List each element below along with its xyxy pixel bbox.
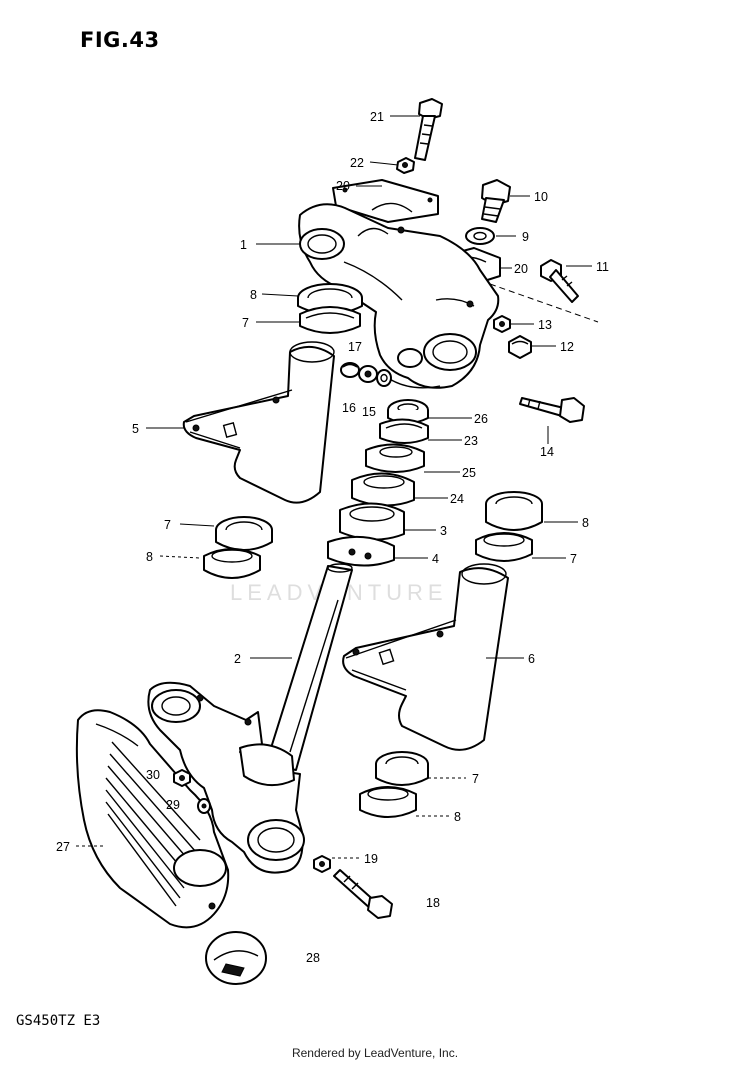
callout-7-upper-right: 7 bbox=[570, 552, 577, 566]
part-2-steering-stem bbox=[265, 563, 353, 771]
callout-4: 4 bbox=[432, 552, 439, 566]
model-code: GS450TZ E3 bbox=[16, 1013, 101, 1029]
callout-19: 19 bbox=[364, 852, 378, 866]
part-8-seal-lower-right bbox=[359, 786, 417, 818]
callout-8-lower-right: 8 bbox=[454, 810, 461, 824]
part-27-lower-bracket bbox=[147, 681, 305, 874]
part-12-cap-nut bbox=[508, 335, 532, 359]
part-13-nut bbox=[493, 315, 511, 333]
callout-11: 11 bbox=[596, 260, 609, 274]
callout-15: 15 bbox=[362, 405, 376, 419]
part-24-dust-seal bbox=[351, 472, 415, 507]
callout-22: 22 bbox=[350, 156, 364, 170]
part-25-nut bbox=[365, 443, 425, 473]
part-7-dust-seal-lower-right bbox=[375, 751, 429, 786]
part-9-washer bbox=[465, 227, 495, 245]
part-16-nut bbox=[358, 365, 378, 383]
callout-8-mid-left: 8 bbox=[146, 550, 153, 564]
part-14-bolt bbox=[519, 397, 585, 423]
callout-3: 3 bbox=[440, 524, 447, 538]
part-6-fork-cover-right bbox=[342, 563, 509, 751]
callout-18: 18 bbox=[426, 896, 440, 910]
part-5-fork-cover-left bbox=[182, 341, 335, 504]
callout-26: 26 bbox=[474, 412, 488, 426]
part-17-cap bbox=[340, 362, 360, 378]
part-8-seal-upper-right bbox=[485, 491, 543, 531]
callout-6: 6 bbox=[528, 652, 535, 666]
figure-title: FIG.43 bbox=[80, 28, 160, 52]
callout-10: 10 bbox=[534, 190, 548, 204]
part-10-bolt bbox=[481, 179, 511, 223]
part-30-nut bbox=[173, 769, 191, 787]
callout-17: 17 bbox=[348, 340, 362, 354]
part-3-bearing bbox=[339, 502, 405, 541]
callout-5: 5 bbox=[132, 422, 139, 436]
callout-14: 14 bbox=[540, 445, 554, 459]
callout-1: 1 bbox=[240, 238, 247, 252]
callout-16: 16 bbox=[342, 401, 356, 415]
part-4-bearing bbox=[327, 535, 395, 567]
callout-12: 12 bbox=[560, 340, 574, 354]
part-21-bolt bbox=[414, 98, 443, 161]
callout-29: 29 bbox=[166, 798, 180, 812]
callout-21: 21 bbox=[370, 110, 384, 124]
callout-2: 2 bbox=[234, 652, 241, 666]
part-29-washer bbox=[197, 798, 211, 814]
callout-23: 23 bbox=[464, 434, 478, 448]
part-28-cap bbox=[205, 931, 267, 985]
callout-28: 28 bbox=[306, 951, 320, 965]
callout-20-lower: 20 bbox=[514, 262, 528, 276]
footer-credit: Rendered by LeadVenture, Inc. bbox=[291, 1046, 459, 1060]
callout-13: 13 bbox=[538, 318, 552, 332]
callout-20-upper: 20 bbox=[336, 179, 350, 193]
part-23-washer bbox=[379, 418, 429, 444]
callout-30: 30 bbox=[146, 768, 160, 782]
part-19-nut bbox=[313, 855, 331, 873]
callout-8-upper-right: 8 bbox=[582, 516, 589, 530]
part-7-dust-seal-upper-right bbox=[475, 532, 533, 562]
callout-7-upper-left: 7 bbox=[242, 316, 249, 330]
part-11-bolt bbox=[540, 259, 579, 303]
callout-7-lower-right: 7 bbox=[472, 772, 479, 786]
part-7-dust-seal-mid-left bbox=[215, 516, 273, 551]
part-1-upper-bracket bbox=[298, 203, 500, 389]
callout-9: 9 bbox=[522, 230, 529, 244]
part-15-washer bbox=[376, 369, 392, 387]
leader-lines bbox=[76, 115, 599, 859]
callout-27: 27 bbox=[56, 840, 70, 854]
callout-labels: 21 22 20 10 9 1 20 11 8 7 13 17 12 16 15… bbox=[56, 110, 609, 965]
part-8-seal-mid-left bbox=[203, 548, 261, 579]
callout-24: 24 bbox=[450, 492, 464, 506]
callout-8-upper-left: 8 bbox=[250, 288, 257, 302]
callout-7-mid-left: 7 bbox=[164, 518, 171, 532]
callout-25: 25 bbox=[462, 466, 476, 480]
part-27-stem-cover bbox=[75, 709, 230, 929]
part-18-bolt bbox=[333, 869, 393, 919]
part-22-nut bbox=[396, 157, 415, 174]
part-7-dust-seal-upper-left bbox=[299, 306, 361, 334]
